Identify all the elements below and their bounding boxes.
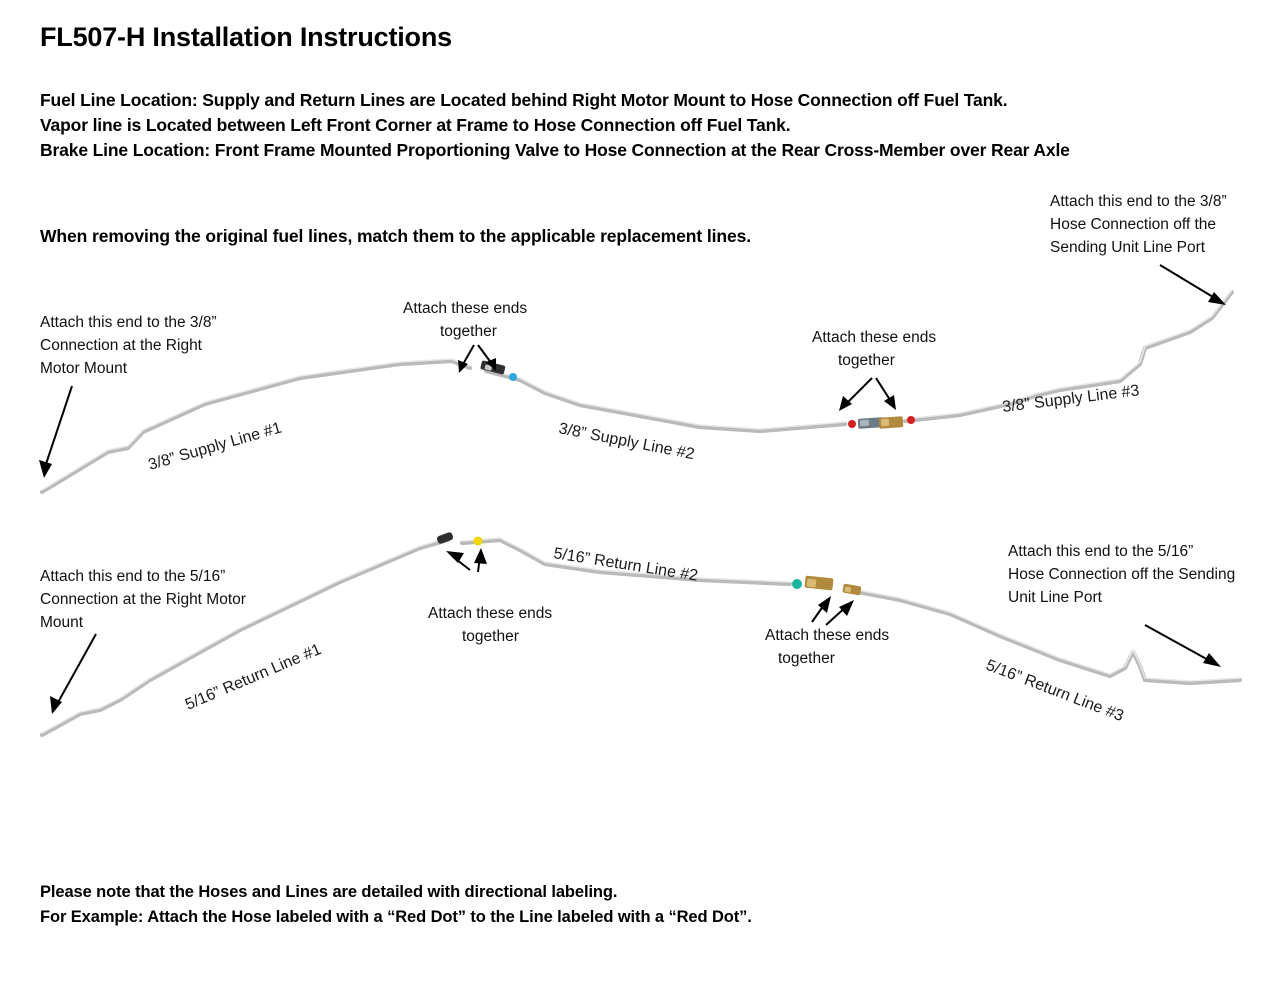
return-callout-left-line-3: Mount xyxy=(40,614,84,631)
supply-join-label-2-line-2: together xyxy=(838,352,895,369)
return-line-3-tube xyxy=(855,589,1243,686)
supply-line-2-tube xyxy=(483,368,848,434)
return-fitting-junction-2-left xyxy=(792,575,834,591)
supply-callout-right-line-2: Hose Connection off the xyxy=(1050,216,1216,233)
supply-callout-left: Attach this end to the 3/8” Connection a… xyxy=(39,314,217,478)
footer-note-example: For Example: Attach the Hose labeled wit… xyxy=(40,908,752,926)
footer-note-directional: Please note that the Hoses and Lines are… xyxy=(40,883,618,901)
arrow-head xyxy=(458,360,468,373)
supply-join-2-leader-left xyxy=(844,377,873,406)
arrow-head xyxy=(446,551,464,563)
supply-fitting-junction-2-left xyxy=(848,417,885,429)
return-join-label-1-line-2: together xyxy=(462,628,519,645)
arrow-head xyxy=(1208,292,1226,305)
page-title: FL507-H Installation Instructions xyxy=(40,22,452,52)
return-callout-right-line-1: Attach this end to the 5/16” xyxy=(1008,543,1193,560)
supply-callout-right-line-1: Attach this end to the 3/8” xyxy=(1050,193,1227,210)
supply-fitting-junction-2-right xyxy=(878,416,915,429)
location-note-vapor: Vapor line is Located between Left Front… xyxy=(40,115,791,135)
return-join-label-1-line-1: Attach these ends xyxy=(428,605,552,622)
arrow-head xyxy=(50,696,62,714)
supply-callout-left-line-3: Motor Mount xyxy=(40,360,128,377)
arrow-head xyxy=(1203,653,1221,667)
return-line-3-label: 5/16” Return Line #3 xyxy=(984,657,1126,725)
return-callout-left: Attach this end to the 5/16” Connection … xyxy=(40,568,246,714)
supply-callout-left-line-2: Connection at the Right xyxy=(40,337,203,354)
supply-callout-right-leader xyxy=(1159,264,1219,301)
supply-line-3-tube xyxy=(902,289,1235,424)
return-join-label-2-line-1: Attach these ends xyxy=(765,627,889,644)
arrow-head xyxy=(818,596,831,613)
return-join-label-2-line-2: together xyxy=(778,650,835,667)
return-line-2-label: 5/16” Return Line #2 xyxy=(552,545,699,585)
supply-join-label-1: Attach these ends together xyxy=(403,300,527,373)
arrow-head xyxy=(839,396,852,411)
arrow-head xyxy=(839,600,854,616)
return-join-label-1: Attach these ends together xyxy=(428,548,552,645)
yellow-dot-marker xyxy=(473,536,483,546)
return-callout-left-leader xyxy=(55,633,97,707)
return-callout-left-line-1: Attach this end to the 5/16” xyxy=(40,568,225,585)
location-note-fuel: Fuel Line Location: Supply and Return Li… xyxy=(40,90,1008,110)
location-notes: Fuel Line Location: Supply and Return Li… xyxy=(40,88,1220,163)
arrow-head xyxy=(884,395,896,410)
match-lines-note: When removing the original fuel lines, m… xyxy=(40,226,751,246)
supply-join-label-1-line-1: Attach these ends xyxy=(403,300,527,317)
return-callout-right: Attach this end to the 5/16” Hose Connec… xyxy=(1008,543,1235,667)
footer-notes: Please note that the Hoses and Lines are… xyxy=(40,880,1220,930)
arrow-head xyxy=(486,358,496,371)
supply-join-label-2: Attach these ends together xyxy=(812,329,936,411)
return-callout-right-leader xyxy=(1144,624,1213,663)
location-note-brake: Brake Line Location: Front Frame Mounted… xyxy=(40,140,1070,160)
supply-join-label-2-line-1: Attach these ends xyxy=(812,329,936,346)
supply-join-label-1-line-2: together xyxy=(440,323,497,340)
return-callout-right-line-2: Hose Connection off the Sending xyxy=(1008,566,1235,583)
supply-callout-left-leader xyxy=(43,385,73,471)
return-line-1-tube xyxy=(39,537,451,738)
supply-callout-left-line-1: Attach this end to the 3/8” xyxy=(40,314,217,331)
return-line-1-end-tip xyxy=(436,532,454,544)
return-join-label-2: Attach these ends together xyxy=(765,596,889,667)
teal-dot-marker xyxy=(792,579,802,589)
return-callout-right-line-3: Unit Line Port xyxy=(1008,589,1103,606)
arrow-head xyxy=(39,460,52,478)
return-line-2-tube xyxy=(459,537,793,587)
supply-line-1-label: 3/8” Supply Line #1 xyxy=(146,419,283,473)
red-dot-marker xyxy=(907,416,915,424)
return-fitting-junction-2-right xyxy=(842,583,862,596)
supply-line-1-tube xyxy=(39,358,473,495)
supply-callout-right: Attach this end to the 3/8” Hose Connect… xyxy=(1050,193,1227,305)
arrow-head xyxy=(474,548,487,564)
supply-callout-right-line-3: Sending Unit Line Port xyxy=(1050,239,1206,256)
supply-line-2-label: 3/8” Supply Line #2 xyxy=(557,420,696,463)
red-dot-marker xyxy=(848,420,856,428)
blue-dot-marker xyxy=(509,373,517,381)
return-callout-left-line-2: Connection at the Right Motor xyxy=(40,591,246,608)
